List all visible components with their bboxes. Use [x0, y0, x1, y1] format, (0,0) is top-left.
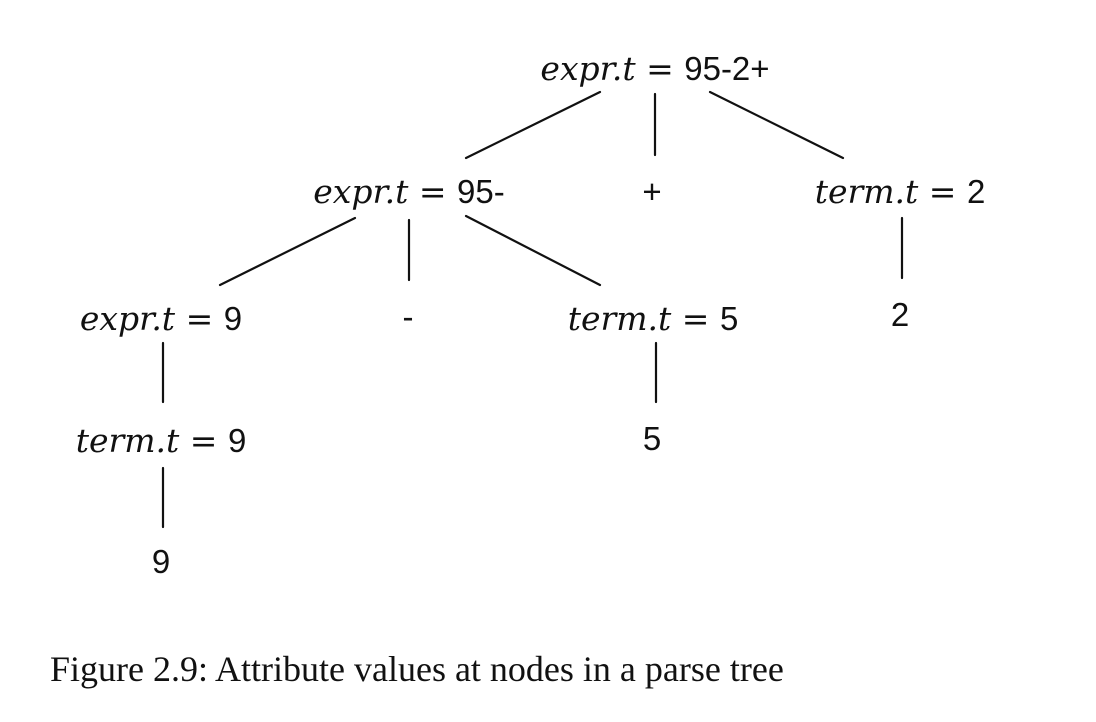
node-expr-95: expr.t = 95- [313, 172, 505, 211]
node-digit-5: 5 [643, 420, 661, 457]
edge-expr95-to-term5 [464, 214, 602, 287]
node-expr-9: expr.t = 9 [80, 299, 242, 338]
node-term-9: term.t = 9 [76, 421, 247, 460]
edge-root-to-expr95 [464, 90, 602, 160]
node-digit-9: 9 [152, 543, 170, 580]
node-root: expr.t = 95-2+ [540, 49, 769, 88]
node-plus: + [642, 173, 661, 210]
figure-caption: Figure 2.9: Attribute values at nodes in… [50, 649, 784, 689]
edge-expr95-to-expr9 [218, 216, 357, 287]
node-term-5: term.t = 5 [568, 299, 739, 338]
node-term-2: term.t = 2 [815, 172, 986, 211]
node-digit-2: 2 [891, 296, 909, 333]
edge-root-to-term2 [708, 90, 845, 160]
node-minus: - [403, 298, 414, 335]
